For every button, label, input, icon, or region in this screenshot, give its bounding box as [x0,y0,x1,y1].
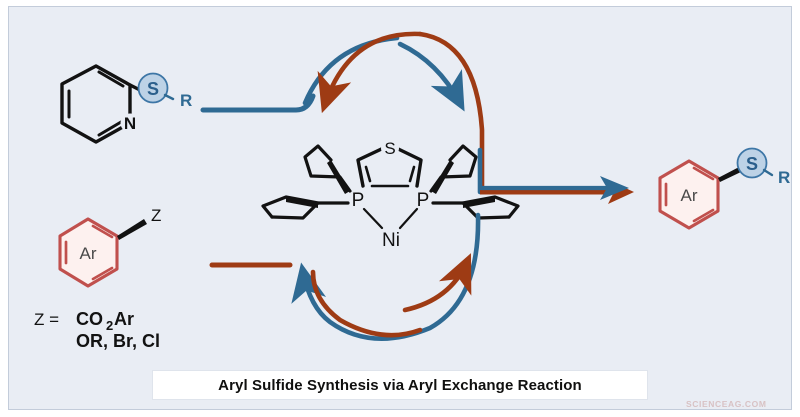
thiophene-inner-bonds [364,165,416,188]
z-definition-line1-subscript: 2 [106,318,113,333]
nickel-catalyst-complex: S P P Ni [261,139,520,251]
red-top-arc-left [317,31,423,114]
red-bottom-arc-right [402,253,472,313]
sulfur-label: S [147,79,159,99]
aryl-ring-inner-bonds [64,224,114,281]
product-bond-ring-to-sulfur [718,166,743,182]
p-ni-bonds [362,207,419,230]
product-ring-inner-bonds [664,166,715,223]
caption-text: Aryl Sulfide Synthesis via Aryl Exchange… [218,376,582,394]
caption-box: Aryl Sulfide Synthesis via Aryl Exchange… [152,370,648,400]
product-sulfur-label: S [746,154,758,174]
cyclohexyl-right-upper [429,144,478,194]
z-definition: Z = CO 2 Ar OR, Br, Cl [34,309,160,351]
bond-aryl-to-z [117,219,147,240]
p-right-bg [412,188,434,210]
product-arrow [480,176,634,204]
aryl-ring [58,217,119,288]
blue-feed-line [200,93,316,113]
r-group-label: R [180,91,192,110]
sulfur-circle [137,72,169,104]
red-bottom-arc-left [310,269,423,338]
blue-top-arc-right [397,41,465,112]
pyridine-inner-bonds [67,70,125,137]
z-definition-line1-tail: Ar [114,309,134,329]
reactant-aryl-electrophile: Ar Z [58,206,161,288]
product-r-group-label: R [778,168,790,187]
z-group-label: Z [151,206,161,225]
aryl-ring-label: Ar [80,244,97,263]
product-bond-sulfur-to-r [762,168,774,177]
z-definition-line2: OR, Br, Cl [76,331,160,351]
pyridine-nitrogen-label: N [124,114,136,133]
phosphorus-right-label: P [417,190,430,211]
phosphorus-left-label: P [352,190,365,211]
cyclohexyl-left-lower [261,195,350,220]
z-definition-prefix: Z = [34,310,59,329]
cyclohexyl-right-lower [431,195,520,220]
thiophene-sulfur-label: S [384,139,395,158]
p-left-bg [347,188,369,210]
product-aryl-label: Ar [681,186,698,205]
red-top-arc-right-descending [417,31,485,193]
cyclohexyl-left-upper [303,144,352,194]
product-sulfur-circle [736,147,768,179]
product-aryl-sulfide: Ar S R [658,147,790,230]
bond-sulfur-to-r [163,93,175,101]
pyridine-ring [60,64,132,144]
thiophene-sulfur-bg [381,139,399,157]
nickel-label: Ni [382,230,400,251]
thiophene-backbone: S [356,139,423,188]
product-aryl-ring [658,159,720,230]
reactant-pyridyl-sulfide: N S R [60,64,192,144]
z-definition-line1-main: CO [76,309,103,329]
blue-top-arc-left [302,35,400,106]
watermark-text: SCIENCEAG.COM [686,399,767,409]
product-arrow-blue-head [600,176,629,200]
nitrogen-label-bg [120,113,140,133]
